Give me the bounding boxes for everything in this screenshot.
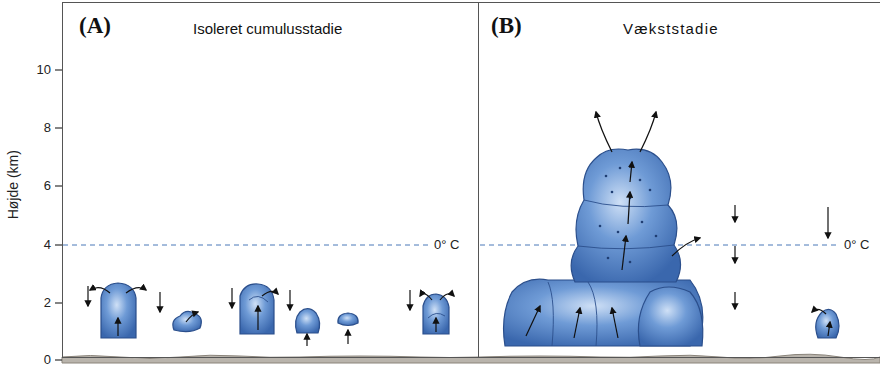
panel-letter: (B) [491, 13, 522, 38]
axis-tick-label: 0 [44, 353, 51, 367]
freezing-level-label: 0° C [432, 238, 461, 252]
axis-title: Højde (km) [6, 150, 21, 219]
panel-letter: (A) [79, 13, 111, 38]
axis-tick-label: 4 [44, 238, 51, 252]
panel-title: Isoleret cumulusstadie [193, 21, 342, 38]
freezing-level-label: 0° C [842, 238, 871, 252]
axis-tick-label: 2 [44, 296, 51, 310]
axis-tick-label: 10 [37, 63, 51, 77]
stage-panel: (B) Vækststadie [478, 2, 880, 358]
axis-tick-label: 8 [44, 121, 51, 135]
panel-title: Vækststadie [623, 21, 719, 38]
stage-panel: (A) Isoleret cumulusstadie [62, 2, 479, 358]
axis-tick-label: 6 [44, 179, 51, 193]
